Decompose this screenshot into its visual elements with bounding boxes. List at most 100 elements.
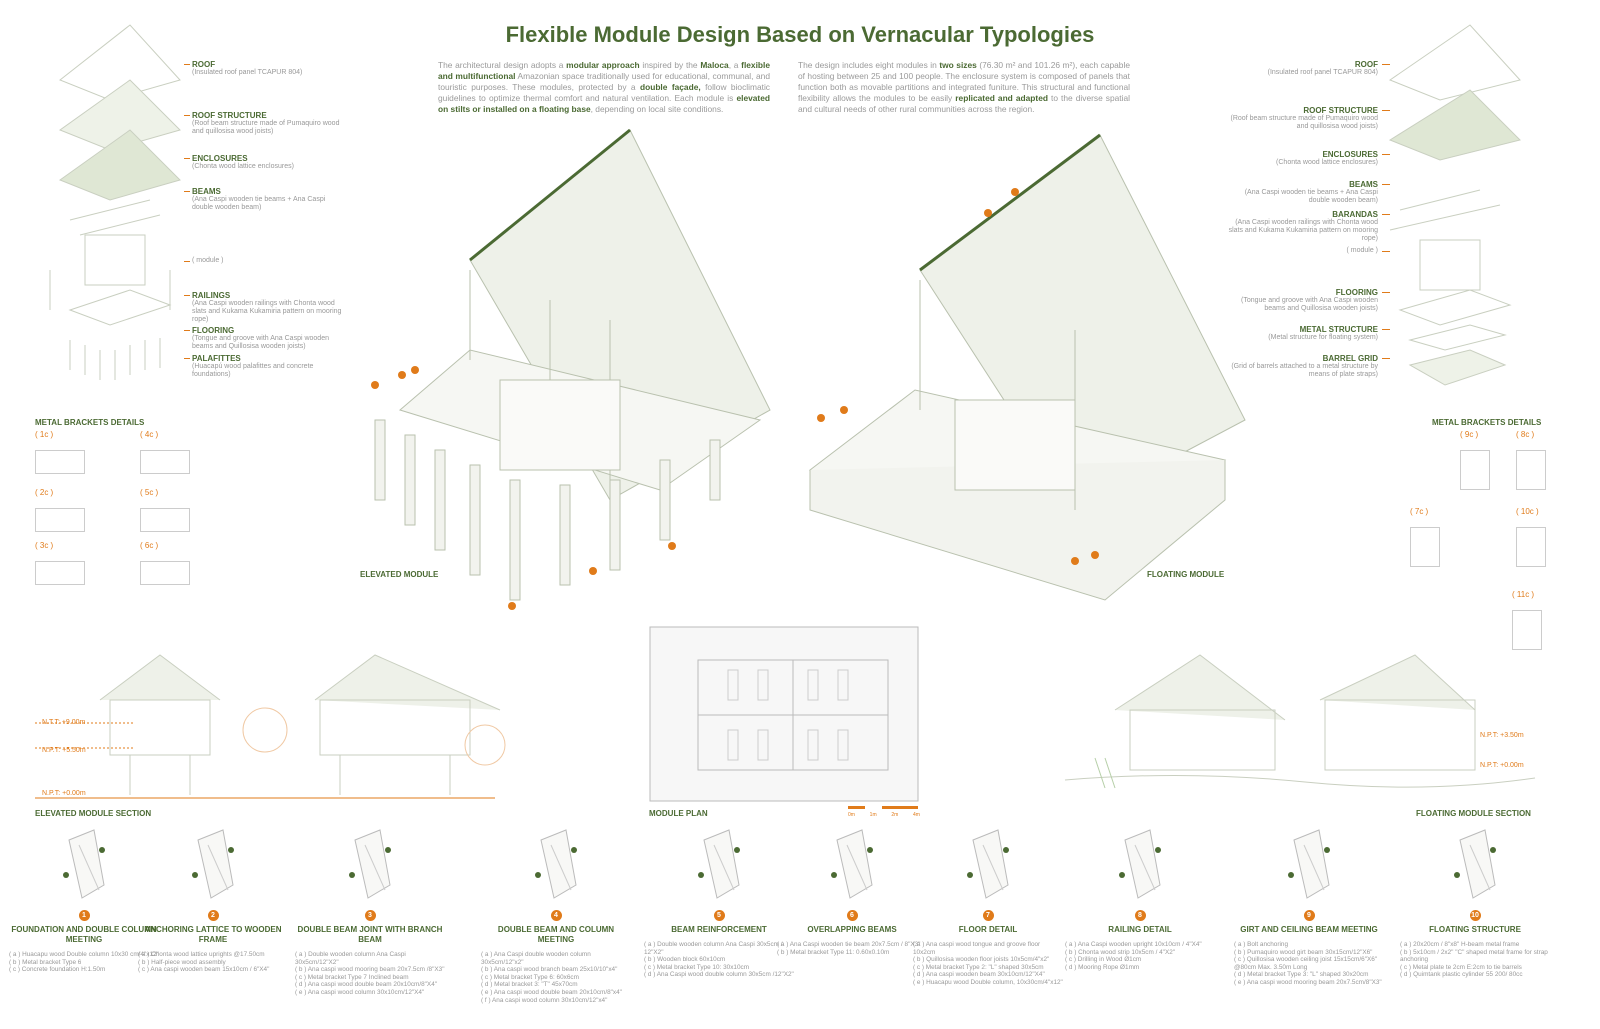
detail-spec-item: ( a ) Ana Caspi wooden tie beam 20x7.5cm… xyxy=(777,941,921,948)
component-name: BARANDAS xyxy=(1332,210,1378,219)
detail-title: DOUBLE BEAM AND COLUMN MEETING xyxy=(497,925,615,944)
leader-line xyxy=(184,330,190,331)
component-description: (Roof beam structure made of Pumaquiro w… xyxy=(192,120,340,135)
component-description: (Ana Caspi wooden railings with Chonta w… xyxy=(192,300,342,323)
text-run: , a xyxy=(728,60,742,70)
text-run: inspired by the xyxy=(639,60,701,70)
detail-spec-item: ( c ) Metal bracket Type 6: 60x6cm xyxy=(481,973,579,981)
detail-drawing xyxy=(1119,829,1161,899)
highlight-text: double façade, xyxy=(639,82,701,92)
component-name: ENCLOSURES xyxy=(1322,150,1378,159)
component-name: FLOORING xyxy=(192,326,235,335)
detail-spec-list: ( a ) Ana Caspi wooden upright 10x10cm /… xyxy=(1065,941,1215,971)
highlight-text: modular approach xyxy=(566,60,640,70)
component-description: (Chonta wood lattice enclosures) xyxy=(1276,159,1378,166)
text-run: to the diverse spatial and cultural need… xyxy=(798,93,1131,114)
highlight-text: elevated on stilts or installed on a flo… xyxy=(438,93,770,114)
level-label: N.P.T: +5.50m xyxy=(42,747,86,754)
text-run: , depending on local site conditions. xyxy=(590,104,724,114)
component-description: (Insulated roof panel TCAPUR 804) xyxy=(192,69,303,76)
component-name: BEAMS xyxy=(1349,180,1378,189)
detail-spec-item: ( c ) Concrete foundation H:1.50m xyxy=(9,966,106,974)
detail-spec-item: ( a ) Double wooden column Ana Caspi 30x… xyxy=(644,941,783,956)
leader-line xyxy=(1382,251,1390,252)
module-plan-drawing xyxy=(649,626,919,802)
detail-spec-item: ( a ) Ana caspi wood tongue and groove f… xyxy=(913,941,1041,956)
detail-number-badge: 3 xyxy=(364,910,376,921)
detail-spec-item: ( a ) Double wooden column Ana Caspi 30x… xyxy=(295,951,406,966)
detail-spec-item: ( c ) Metal bracket Type 10: 30x10cm xyxy=(644,963,750,971)
detail-spec-item: ( d ) Ana Caspi wood double column 30x5c… xyxy=(644,971,794,979)
leader-line xyxy=(184,358,190,359)
detail-number-badge: 8 xyxy=(1134,910,1146,921)
bracket-label: ( 8c ) xyxy=(1516,430,1535,439)
text-run: Amazonian space traditionally used for e… xyxy=(438,71,770,92)
detail-spec-item: ( b ) 5x10cm / 2x2" "C" shaped metal fra… xyxy=(1400,948,1548,964)
detail-spec-item: ( a ) Ana Caspi wooden upright 10x10cm /… xyxy=(1065,941,1202,948)
brackets-title-left: METAL BRACKETS DETAILS xyxy=(35,418,145,427)
leader-line xyxy=(184,295,190,296)
component-description: (Grid of barrels attached to a metal str… xyxy=(1231,363,1378,378)
detail-title: FLOATING STRUCTURE xyxy=(1429,925,1521,934)
floating-module-label: FLOATING MODULE xyxy=(1147,570,1225,579)
component-label: ( module ) xyxy=(1228,247,1378,255)
detail-spec-item: ( d ) Ana caspi wood double beam 20x10cm… xyxy=(295,981,438,989)
detail-spec-list: ( a ) Huacapu wood Double column 10x30 c… xyxy=(9,951,159,974)
component-name: BARREL GRID xyxy=(1322,354,1378,363)
detail-title: FLOOR DETAIL xyxy=(958,925,1018,934)
component-description: (Huacapú wood palafittes and concrete fo… xyxy=(192,363,314,378)
component-name: ROOF STRUCTURE xyxy=(1303,106,1378,115)
leader-line xyxy=(1382,214,1390,215)
detail-drawing xyxy=(698,829,740,899)
scale-tick: 4m xyxy=(913,812,920,818)
component-label: FLOORING(Tongue and groove with Ana Casp… xyxy=(192,326,342,351)
component-label: BEAMS(Ana Caspi wooden tie beams + Ana C… xyxy=(1228,180,1378,205)
bracket-drawing xyxy=(35,508,85,532)
detail-drawing xyxy=(831,829,873,899)
leader-line xyxy=(184,115,190,116)
detail-number-badge: 4 xyxy=(550,910,562,921)
component-label: PALAFITTES(Huacapú wood palafittes and c… xyxy=(192,354,342,379)
floating-section-label: FLOATING MODULE SECTION xyxy=(1416,809,1531,818)
detail-spec-item: ( e ) Huacapu wood Double column, 10x30c… xyxy=(913,978,1063,986)
detail-spec-item: ( a ) Huacapu wood Double column 10x30 c… xyxy=(9,951,159,958)
detail-spec-item: ( d ) Mooring Rope Ø1mm xyxy=(1065,963,1140,971)
detail-spec-item: ( c ) Metal bracket Type 7 Inclined beam xyxy=(295,973,409,981)
leader-line xyxy=(184,64,190,65)
detail-spec-list: ( a ) 20x20cm / 8"x8" H-beam metal frame… xyxy=(1400,941,1550,979)
level-label: N.T.T: +9.00m xyxy=(42,719,86,726)
detail-spec-item: ( d ) Ana caspi wooden beam 30x10cm/12"X… xyxy=(913,971,1045,979)
component-label: METAL STRUCTURE(Metal structure for floa… xyxy=(1228,325,1378,342)
component-name: RAILINGS xyxy=(192,291,231,300)
highlight-text: replicated and adapted xyxy=(955,93,1048,103)
component-description: (Insulated roof panel TCAPUR 804) xyxy=(1267,69,1378,76)
bracket-label: ( 5c ) xyxy=(140,488,159,497)
component-label: BARREL GRID(Grid of barrels attached to … xyxy=(1228,354,1378,379)
bracket-label: ( 2c ) xyxy=(35,488,54,497)
text-run: The design includes eight modules in xyxy=(798,60,940,70)
component-label: BARANDAS(Ana Caspi wooden railings with … xyxy=(1228,210,1378,243)
detail-spec-item: ( b ) Chonta wood strip 10x5cm / 4"X2" xyxy=(1065,948,1176,956)
component-name: ROOF STRUCTURE xyxy=(192,111,267,120)
detail-spec-item: ( f ) Ana caspi wood column 30x10cm/12"x… xyxy=(481,996,608,1004)
elevated-module-section-drawing xyxy=(35,654,506,799)
detail-title: OVERLAPPING BEAMS xyxy=(807,925,897,934)
elevated-section-label: ELEVATED MODULE SECTION xyxy=(35,809,152,818)
text-run: follow bioclimatic guidelines to optimiz… xyxy=(438,82,770,103)
detail-title: FOUNDATION AND DOUBLE COLUMN MEETING xyxy=(11,925,157,944)
detail-spec-item: ( b ) Metal bracket Type 11: 0.60x0.10m xyxy=(777,948,890,956)
component-name: PALAFITTES xyxy=(192,354,241,363)
detail-number-badge: 1 xyxy=(78,910,90,921)
component-label: ENCLOSURES(Chonta wood lattice enclosure… xyxy=(1228,150,1378,167)
bracket-label: ( 11c ) xyxy=(1512,590,1535,599)
exploded-axonometric-floating xyxy=(1388,24,1521,386)
component-description: (Metal structure for floating system) xyxy=(1268,334,1378,341)
leader-line xyxy=(1382,358,1390,359)
component-name: ROOF xyxy=(1354,60,1378,69)
detail-drawing xyxy=(349,829,391,899)
component-label: ROOF(Insulated roof panel TCAPUR 804) xyxy=(1228,60,1378,77)
detail-drawing xyxy=(63,829,105,899)
